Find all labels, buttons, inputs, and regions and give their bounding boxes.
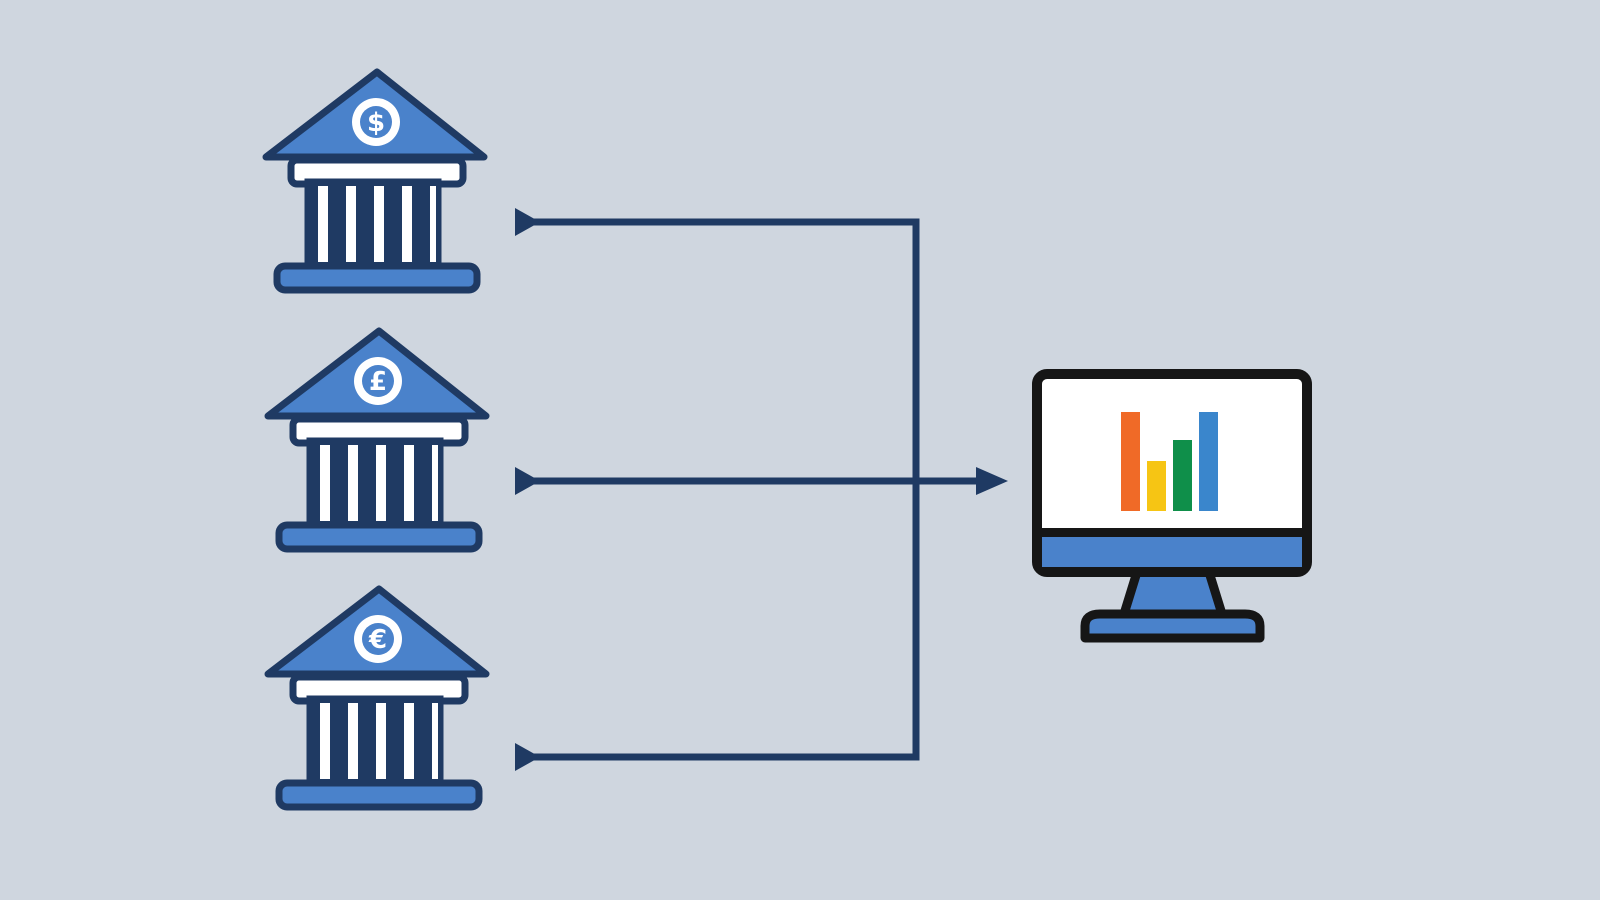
chart-bar <box>1121 412 1140 511</box>
bank-body <box>275 673 483 811</box>
currency-symbol: £ <box>369 367 387 397</box>
bank-body <box>273 156 481 294</box>
connector-lines <box>522 218 982 761</box>
arrowhead-monitor <box>976 467 1008 495</box>
arrowhead-bank-2 <box>515 467 540 495</box>
monitor-base <box>1080 609 1265 643</box>
monitor-neck <box>1119 567 1227 619</box>
monitor-bezel <box>1042 535 1302 567</box>
chart-bar <box>1199 412 1218 511</box>
arrowhead-bank-3 <box>515 743 540 771</box>
chart-bar <box>1173 440 1192 511</box>
bar-chart-icon <box>1121 412 1218 511</box>
dollar-coin-icon: $ <box>352 98 400 146</box>
bank-icon: € <box>264 585 490 811</box>
arrowhead-bank-1 <box>515 208 540 236</box>
currency-symbol: € <box>368 625 387 655</box>
pound-coin-icon: £ <box>354 357 402 405</box>
bank-icon: £ <box>264 327 490 553</box>
chart-bar <box>1147 461 1166 511</box>
connector-top <box>522 218 920 761</box>
monitor-icon <box>1032 369 1312 643</box>
monitor-frame <box>1032 369 1312 577</box>
currency-symbol: $ <box>367 108 385 138</box>
monitor-bezel-divider <box>1037 528 1307 537</box>
bank-icon: $ <box>262 68 488 294</box>
euro-coin-icon: € <box>354 615 402 663</box>
arrowheads <box>515 208 1008 771</box>
bank-body <box>275 415 483 553</box>
